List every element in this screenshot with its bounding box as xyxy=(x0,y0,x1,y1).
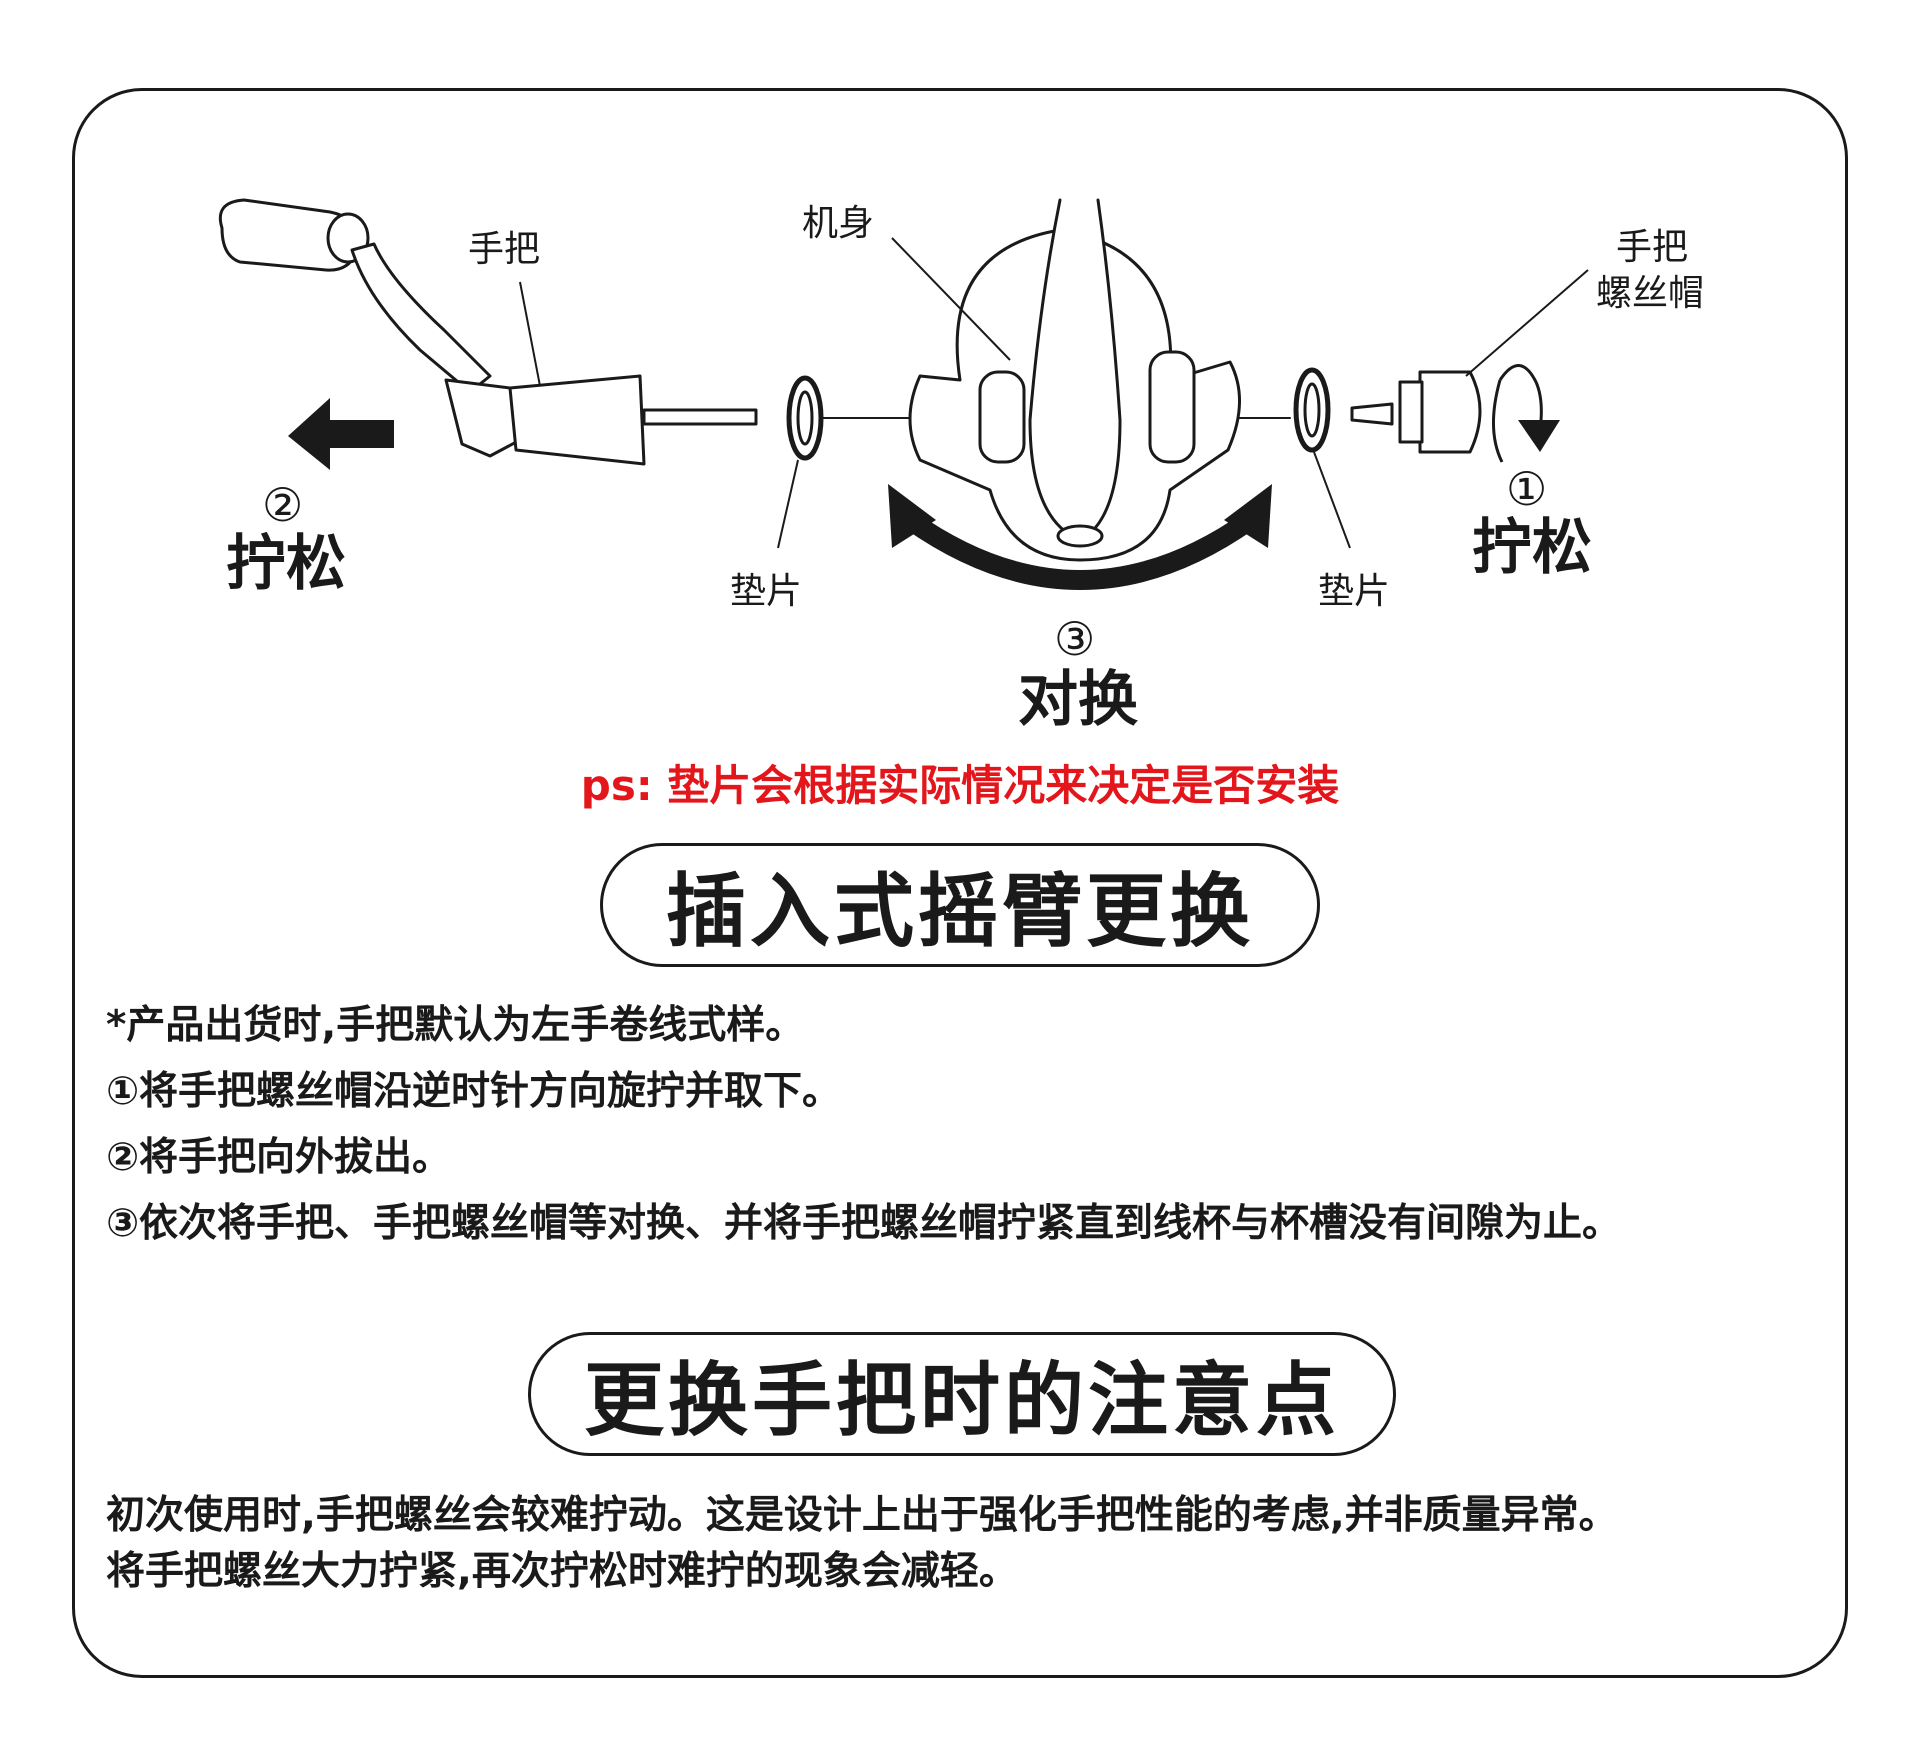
content-frame xyxy=(72,88,1848,1678)
handle-shaft xyxy=(642,408,758,426)
step3-number: ③ xyxy=(1054,612,1096,666)
pull-arrow xyxy=(288,398,394,470)
section1-line: ①将手把螺丝帽沿逆时针方向旋拧并取下。 xyxy=(106,1069,842,1114)
step2-label: 拧松 xyxy=(226,529,346,599)
label-body: 机身 xyxy=(802,203,875,244)
label-washer-right: 垫片 xyxy=(1318,571,1391,612)
section2-line: 将手把螺丝大力拧紧,再次拧松时难拧的现象会减轻。 xyxy=(106,1549,1018,1594)
section1-steps: *产品出货时,手把默认为左手卷线式样。 ①将手把螺丝帽沿逆时针方向旋拧并取下。 … xyxy=(106,993,1836,1257)
label-cap-line2: 螺丝帽 xyxy=(1596,273,1705,314)
handle-cap xyxy=(1418,370,1482,454)
rotate-arrow-ccw xyxy=(1492,379,1504,463)
handle-sleeve xyxy=(508,374,646,466)
label-washer-left: 垫片 xyxy=(730,571,803,612)
step3-label: 对换 xyxy=(1018,665,1138,735)
section1-line: ③依次将手把、手把螺丝帽等对换、并将手把螺丝帽拧紧直到线杯与杯槽没有间隙为止。 xyxy=(106,1201,1622,1246)
step1-label: 拧松 xyxy=(1472,513,1592,583)
swap-arrow xyxy=(904,511,1256,590)
handle-joint xyxy=(444,378,522,458)
step1-number: ① xyxy=(1506,462,1548,516)
section1-title: 插入式摇臂更换 xyxy=(600,843,1320,967)
section2-title: 更换手把时的注意点 xyxy=(528,1332,1396,1456)
label-handle: 手把 xyxy=(468,229,541,270)
section1-line: *产品出货时,手把默认为左手卷线式样。 xyxy=(106,1003,805,1048)
reel-exploded-diagram xyxy=(218,198,1589,590)
section1-line: ②将手把向外拔出。 xyxy=(106,1135,452,1180)
step2-number: ② xyxy=(262,478,304,532)
section2-line: 初次使用时,手把螺丝会较难拧动。这是设计上出于强化手把性能的考虑,并非质量异常。 xyxy=(106,1493,1618,1538)
cap-screw xyxy=(1350,402,1394,426)
ps-note: ps: 垫片会根据实际情况来决定是否安装 xyxy=(580,761,1340,810)
label-cap-line1: 手把 xyxy=(1616,227,1689,268)
section2-notes: 初次使用时,手把螺丝会较难拧动。这是设计上出于强化手把性能的考虑,并非质量异常。… xyxy=(106,1488,1836,1600)
